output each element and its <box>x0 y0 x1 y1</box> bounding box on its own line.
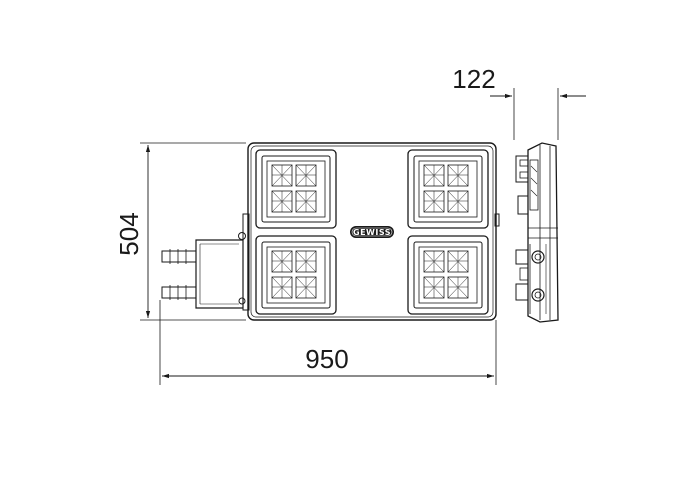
gewiss-logo: GEWISS <box>350 226 394 238</box>
depth-dimension: 122 <box>452 64 586 140</box>
led-cluster <box>271 250 317 299</box>
led-cluster <box>423 164 469 213</box>
side-pivot-upper <box>531 250 545 264</box>
side-housing-outline <box>527 142 559 323</box>
side-pivot-lower <box>531 288 545 302</box>
cable-gland-bottom <box>161 285 197 300</box>
width-dimension-label: 950 <box>305 344 348 374</box>
led-module-top-left <box>255 149 337 229</box>
front-view: GEWISS <box>161 142 500 321</box>
height-dimension-label: 504 <box>114 212 144 255</box>
right-mounting-lug <box>494 213 500 227</box>
side-bracket-upper <box>515 155 529 183</box>
width-dimension: 950 <box>159 300 497 385</box>
pivot-screw <box>238 232 246 240</box>
led-cluster <box>271 164 317 213</box>
cable-gland-top <box>161 249 197 264</box>
led-module-top-right <box>407 149 489 229</box>
led-module-bottom-left <box>255 235 337 315</box>
housing-outline <box>247 142 497 321</box>
housing-inner-outline <box>250 145 494 318</box>
led-module-bottom-right <box>407 235 489 315</box>
height-dimension: 504 <box>114 142 246 321</box>
junction-box <box>195 239 244 309</box>
led-cluster <box>423 250 469 299</box>
depth-dimension-label: 122 <box>452 64 495 94</box>
logo-text: GEWISS <box>353 228 391 237</box>
side-view <box>515 142 559 323</box>
fixing-screw <box>238 297 246 305</box>
